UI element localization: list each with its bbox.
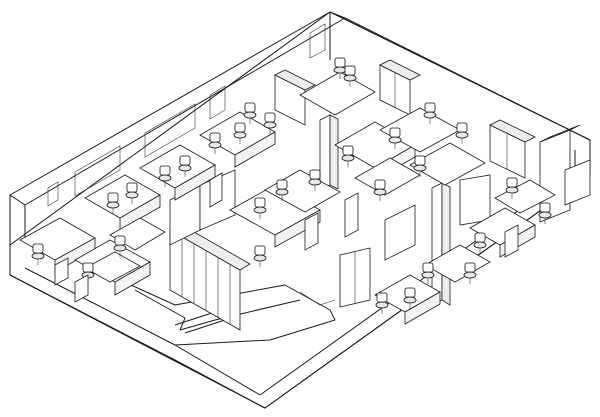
office-chair xyxy=(343,65,357,87)
desk xyxy=(409,142,486,186)
corridor-wall xyxy=(119,279,336,346)
office-chair xyxy=(253,197,267,219)
column xyxy=(441,182,451,306)
desk xyxy=(424,244,491,283)
pedestal xyxy=(504,224,519,258)
office-chair xyxy=(275,179,289,201)
corridor-wall-inner xyxy=(134,289,301,331)
cabinet-bank-center xyxy=(169,169,251,331)
office-chair xyxy=(373,179,387,201)
office-chair xyxy=(421,262,435,284)
window xyxy=(209,85,226,120)
office-chair xyxy=(423,102,437,124)
tall-cabinet xyxy=(459,174,491,226)
office-chair xyxy=(413,155,427,177)
wall-front xyxy=(9,274,266,409)
office-chair xyxy=(113,235,127,257)
office-chair xyxy=(31,243,45,265)
office-chair xyxy=(403,287,417,309)
chairs xyxy=(31,57,552,314)
column xyxy=(319,114,331,191)
office-chair xyxy=(233,122,247,144)
office-chair xyxy=(308,169,322,191)
pedestal xyxy=(74,274,89,303)
office-chair xyxy=(208,132,222,154)
wall-top-right xyxy=(344,17,591,141)
office-chair xyxy=(455,122,469,144)
window-row xyxy=(47,23,326,207)
pedestal xyxy=(54,257,69,286)
pedestal xyxy=(344,192,359,238)
office-chair xyxy=(125,182,139,204)
office-chair xyxy=(253,245,267,267)
window xyxy=(74,145,121,197)
pedestal xyxy=(209,172,223,208)
office-chair xyxy=(341,145,355,167)
office-chair xyxy=(473,232,487,254)
column xyxy=(329,114,339,190)
tall-cabinet xyxy=(384,204,416,261)
office-chair xyxy=(178,155,192,177)
office-chair xyxy=(463,262,477,284)
desk xyxy=(299,71,376,116)
office-chair xyxy=(505,177,519,199)
office-chair xyxy=(375,292,389,314)
window xyxy=(144,103,196,158)
office-chair xyxy=(106,192,120,214)
office-chair xyxy=(333,57,347,79)
pedestal xyxy=(304,212,319,251)
low-storage xyxy=(54,172,519,303)
office-chair xyxy=(263,112,277,134)
desk xyxy=(494,179,556,214)
office-chair xyxy=(538,202,552,224)
office-chair xyxy=(158,165,172,187)
window xyxy=(309,23,326,59)
column xyxy=(431,182,443,306)
door-swing xyxy=(299,291,336,306)
corridor xyxy=(119,279,336,346)
office-chair xyxy=(243,102,257,124)
office-chair xyxy=(388,127,402,149)
desk xyxy=(84,251,141,283)
blank-title-area xyxy=(30,28,200,58)
tall-cabinet xyxy=(564,159,591,206)
window xyxy=(47,181,59,207)
